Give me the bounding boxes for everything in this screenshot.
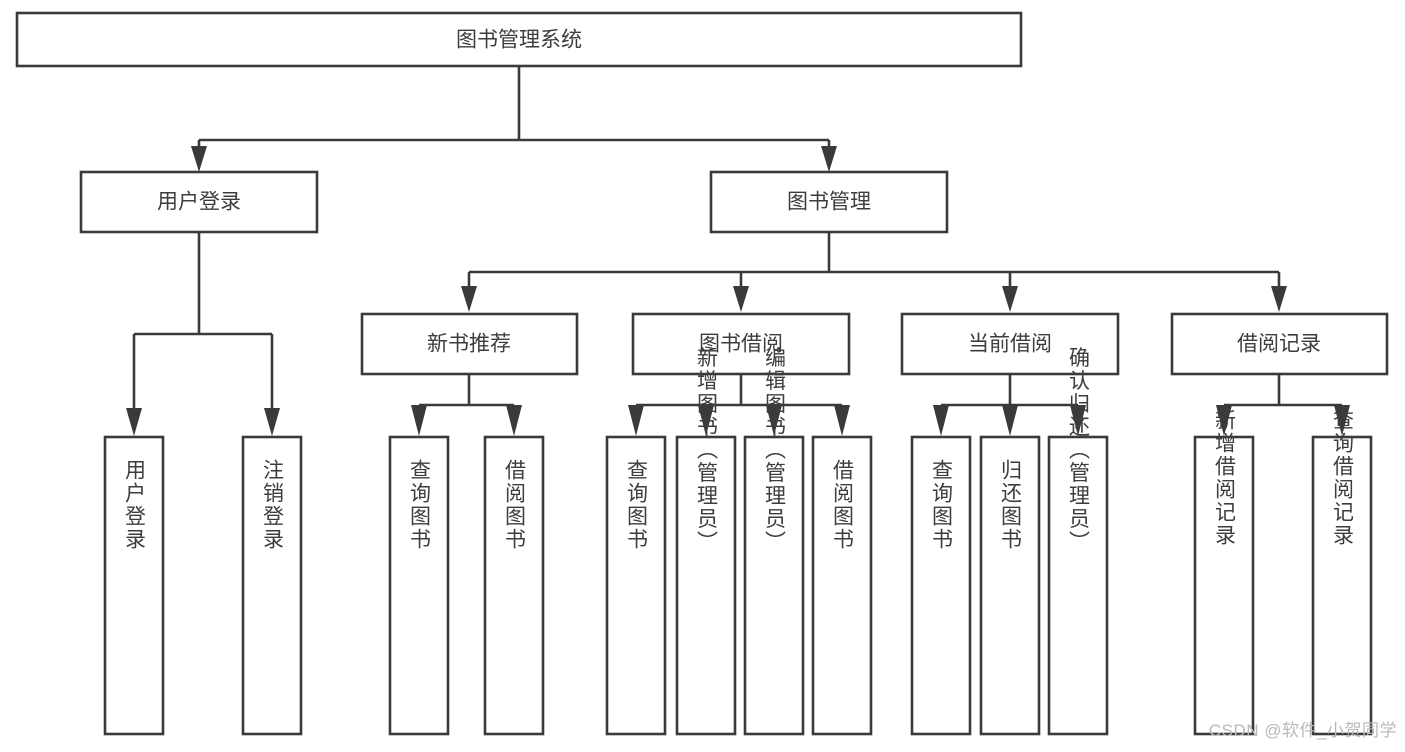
- edge-group-root: [191, 66, 837, 172]
- node-leaf-current-borrow-return-box[interactable]: [979, 435, 1041, 736]
- node-user-login[interactable]: 用户登录: [79, 170, 319, 234]
- arrow-book-mgmt-c3: [1002, 286, 1018, 312]
- node-leaf-book-borrow-add-label: 新增图书（管理员）: [695, 347, 719, 554]
- node-leaf-user-login-login[interactable]: 用户登录: [103, 435, 165, 736]
- node-current-borrow-label: 当前借阅: [968, 333, 1052, 356]
- edge-group-user-login: [126, 232, 280, 436]
- arrow-book-mgmt-c1: [461, 286, 477, 312]
- node-new-book-recommend-label: 新书推荐: [427, 333, 511, 356]
- node-new-book-recommend[interactable]: 新书推荐: [360, 312, 579, 376]
- node-leaf-new-book-query-label: 查询图书: [408, 459, 432, 551]
- node-leaf-user-login-logout-label: 注销登录: [261, 459, 285, 551]
- node-leaf-borrow-record-add[interactable]: 新增借阅记录: [1193, 409, 1255, 736]
- node-leaf-borrow-record-query-box[interactable]: [1311, 435, 1373, 736]
- node-leaf-new-book-borrow[interactable]: 借阅图书: [483, 435, 545, 736]
- arrow-book-mgmt-c4: [1271, 286, 1287, 312]
- arrow-root-to-user-login: [191, 146, 207, 172]
- edge-group-book-borrow: [628, 374, 850, 436]
- node-new-book-recommend-box[interactable]: [360, 312, 579, 376]
- node-root[interactable]: 图书管理系统: [15, 11, 1023, 68]
- node-current-borrow[interactable]: 当前借阅: [900, 312, 1120, 376]
- node-leaf-book-borrow-query-box[interactable]: [605, 435, 667, 736]
- node-leaf-borrow-record-query-label: 查询借阅记录: [1331, 409, 1355, 547]
- node-leaf-book-borrow-borrow-box[interactable]: [811, 435, 873, 736]
- node-book-management-label: 图书管理: [787, 191, 871, 214]
- node-user-login-box[interactable]: [79, 170, 319, 234]
- node-leaf-book-borrow-query-label: 查询图书: [625, 459, 649, 551]
- arrow-current-borrow-l2: [1002, 405, 1018, 436]
- arrow-new-book-l1: [411, 405, 427, 436]
- node-leaf-borrow-record-add-box[interactable]: [1193, 435, 1255, 736]
- node-book-management-box[interactable]: [709, 170, 949, 234]
- node-book-borrow[interactable]: 图书借阅: [631, 312, 851, 376]
- arrow-user-login-l2: [264, 408, 280, 436]
- edge-group-current-borrow: [933, 374, 1086, 436]
- arrow-new-book-l2: [506, 405, 522, 436]
- node-leaf-current-borrow-query-label: 查询图书: [930, 459, 954, 551]
- node-leaf-user-login-login-box[interactable]: [103, 435, 165, 736]
- node-user-login-label: 用户登录: [157, 191, 241, 214]
- node-leaf-new-book-query[interactable]: 查询图书: [388, 435, 450, 736]
- node-leaf-book-borrow-borrow-label: 借阅图书: [831, 459, 855, 551]
- node-leaf-borrow-record-query[interactable]: 查询借阅记录: [1311, 409, 1373, 736]
- node-current-borrow-box[interactable]: [900, 312, 1120, 376]
- node-leaf-current-borrow-query[interactable]: 查询图书: [910, 435, 972, 736]
- arrow-book-borrow-l3: [766, 405, 782, 436]
- arrow-root-to-book-mgmt: [821, 146, 837, 172]
- edge-group-book-mgmt: [461, 232, 1287, 312]
- arrow-book-borrow-l2: [698, 405, 714, 436]
- node-leaf-book-borrow-add-box[interactable]: [675, 435, 737, 736]
- arrow-current-borrow-l1: [933, 405, 949, 436]
- arrow-book-borrow-l1: [628, 405, 644, 436]
- node-leaf-book-borrow-edit[interactable]: 编辑图书（管理员）: [743, 347, 805, 736]
- node-leaf-book-borrow-edit-label: 编辑图书（管理员）: [763, 347, 787, 554]
- arrow-borrow-record-l1: [1216, 405, 1232, 436]
- node-leaf-user-login-logout-box[interactable]: [241, 435, 303, 736]
- node-borrow-record-label: 借阅记录: [1237, 333, 1321, 356]
- arrow-book-borrow-l4: [834, 405, 850, 436]
- arrow-book-mgmt-c2: [733, 286, 749, 312]
- node-book-borrow-label: 图书借阅: [699, 333, 783, 356]
- node-leaf-book-borrow-borrow[interactable]: 借阅图书: [811, 435, 873, 736]
- arrow-borrow-record-l2: [1334, 405, 1350, 436]
- node-leaf-current-borrow-return-label: 归还图书: [999, 459, 1023, 551]
- node-leaf-new-book-borrow-box[interactable]: [483, 435, 545, 736]
- node-leaf-current-borrow-query-box[interactable]: [910, 435, 972, 736]
- node-borrow-record[interactable]: 借阅记录: [1170, 312, 1389, 376]
- node-leaf-user-login-logout[interactable]: 注销登录: [241, 435, 303, 736]
- node-leaf-current-borrow-confirm-label: 确认归还（管理员）: [1067, 347, 1091, 554]
- node-leaf-book-borrow-query[interactable]: 查询图书: [605, 435, 667, 736]
- node-book-borrow-box[interactable]: [631, 312, 851, 376]
- edge-group-borrow-record: [1216, 374, 1350, 436]
- node-root-label: 图书管理系统: [456, 29, 582, 52]
- node-leaf-borrow-record-add-label: 新增借阅记录: [1213, 409, 1237, 547]
- node-leaf-book-borrow-add[interactable]: 新增图书（管理员）: [675, 347, 737, 736]
- node-leaf-book-borrow-edit-box[interactable]: [743, 435, 805, 736]
- node-leaf-current-borrow-confirm-box[interactable]: [1047, 435, 1109, 736]
- arrow-current-borrow-l3: [1070, 405, 1086, 436]
- node-leaf-user-login-login-label: 用户登录: [123, 459, 147, 551]
- node-leaf-current-borrow-return[interactable]: 归还图书: [979, 435, 1041, 736]
- edge-group-new-book: [411, 374, 522, 436]
- csdn-watermark: CSDN @软件_小贺同学: [1208, 721, 1397, 740]
- node-leaf-new-book-borrow-label: 借阅图书: [503, 459, 527, 551]
- node-root-box[interactable]: [15, 11, 1023, 68]
- node-book-management[interactable]: 图书管理: [709, 170, 949, 234]
- arrow-user-login-l1: [126, 408, 142, 436]
- node-borrow-record-box[interactable]: [1170, 312, 1389, 376]
- node-leaf-new-book-query-box[interactable]: [388, 435, 450, 736]
- node-leaf-current-borrow-confirm[interactable]: 确认归还（管理员）: [1047, 347, 1109, 736]
